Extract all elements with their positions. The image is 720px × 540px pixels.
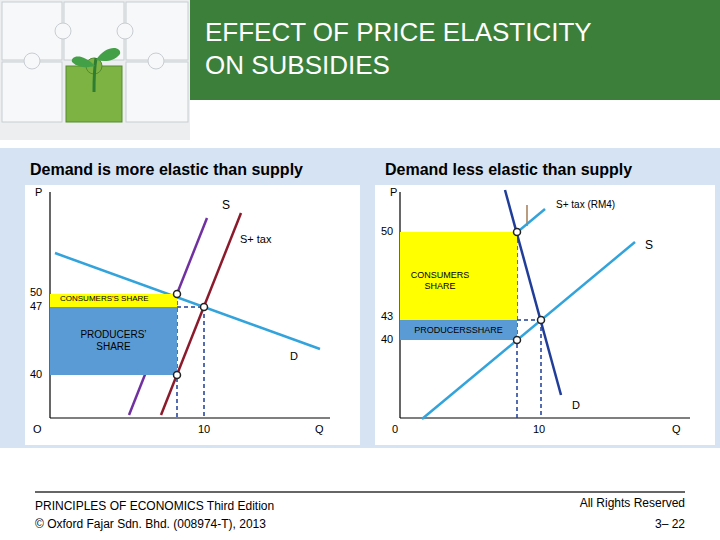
panel-heading: Demand less elastic than supply (385, 160, 632, 179)
quantity-axis (50, 417, 330, 418)
share-label: CONSUMERS SHARE (400, 270, 480, 292)
consumer-share-area: CONSUMERS SHARE (400, 232, 517, 320)
footer-note: All Rights Reserved (580, 496, 685, 510)
dashed-guide (540, 320, 542, 418)
producer-share-area: PRODUCERSSHARE (400, 320, 517, 340)
producer-share-area: PRODUCERS’ SHARE (50, 307, 177, 375)
sprout-leaf (72, 57, 95, 68)
curve-label: S+ tax (240, 233, 272, 246)
plot-area (375, 185, 715, 445)
equilibrium-point (201, 304, 208, 311)
plot-area (25, 185, 360, 445)
puzzle-ground (0, 0, 190, 140)
puzzle-piece (2, 62, 62, 122)
axis-title: Q (672, 423, 681, 436)
puzzle-piece (126, 62, 188, 122)
footer-note: PRINCIPLES OF ECONOMICS Third Edition (35, 499, 274, 513)
curve-label: S+ tax (RM4) (556, 199, 615, 211)
quantity-value: 10 (533, 423, 545, 436)
puzzle-piece (126, 2, 188, 60)
price-value: 40 (381, 333, 393, 346)
price-value: 50 (381, 225, 393, 238)
puzzle-knob (24, 53, 40, 69)
chart-ground (0, 148, 720, 448)
consumer-share-area: CONSUMERS'S SHARE (50, 294, 177, 307)
header-band (190, 0, 720, 100)
price-value: 43 (381, 310, 393, 323)
quantity-value: 10 (198, 423, 210, 436)
share-label: PRODUCERSSHARE (414, 325, 503, 336)
sprout-leaf (96, 48, 120, 61)
origin-label: O (33, 423, 42, 436)
footer-rule (35, 491, 685, 493)
axis-title: P (35, 186, 42, 199)
share-label: CONSUMERS'S SHARE (60, 294, 149, 304)
axis-title: Q (315, 423, 324, 436)
equilibrium-point (538, 317, 545, 324)
footer-note: © Oxford Fajar Sdn. Bhd. (008974-T), 201… (35, 517, 266, 531)
curve-label: D (572, 399, 580, 412)
curve-label: S (645, 238, 653, 252)
puzzle-piece (2, 2, 62, 60)
share-label: PRODUCERS’ SHARE (69, 329, 159, 353)
puzzle-knob (148, 53, 164, 69)
dashed-guide (517, 319, 541, 321)
dashed-guide (203, 307, 205, 418)
page-number: 3– 22 (655, 517, 685, 531)
price-value: 47 (30, 300, 42, 313)
origin-label: 0 (392, 423, 398, 436)
price-value: 50 (30, 286, 42, 299)
slide-title: EFFECT OF PRICE ELASTICITY ON SUBSIDIES (205, 16, 625, 83)
sprout-stem (94, 58, 96, 92)
quantity-axis (400, 417, 690, 418)
curve-label: D (290, 350, 298, 363)
puzzle-knob (117, 23, 133, 39)
puzzle-knob (55, 23, 71, 39)
curve-label: S (222, 198, 230, 212)
axis-title: P (390, 186, 397, 199)
price-value: 40 (30, 368, 42, 381)
panel-heading: Demand is more elastic than supply (30, 160, 303, 179)
